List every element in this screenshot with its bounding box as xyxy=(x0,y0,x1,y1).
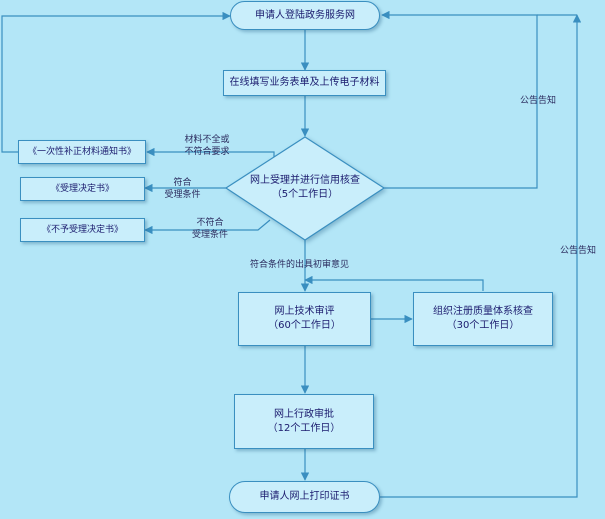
label-not-meets: 不符合 受理条件 xyxy=(180,217,240,241)
review-diamond-shape xyxy=(224,136,386,241)
label-meets-line2: 受理条件 xyxy=(164,190,201,200)
label-not-meets-line2: 受理条件 xyxy=(191,230,228,240)
print-cert-node: 申请人网上打印证书 xyxy=(229,481,380,513)
review-line1: 网上受理并进行信用核查 xyxy=(250,175,360,186)
review-line2: （5个工作日） xyxy=(271,189,339,200)
arrow-quality-to-tech xyxy=(304,275,484,291)
label-announce-top-text: 公告告知 xyxy=(519,96,556,106)
label-meets: 符合 受理条件 xyxy=(155,177,210,201)
label-announce-bottom-text: 公告告知 xyxy=(559,246,596,256)
tech-review-node: 网上技术审评 （60个工作日） xyxy=(238,292,371,346)
label-incomplete: 材料不全或 不符合要求 xyxy=(172,134,242,158)
reject-decision-node: 《不予受理决定书》 xyxy=(20,218,145,242)
label-initial-opinion-text: 符合条件的出具初审意见 xyxy=(250,260,350,270)
fill-form-node: 在线填写业务表单及上传电子材料 xyxy=(223,70,386,96)
label-incomplete-line1: 材料不全或 xyxy=(184,135,230,145)
print-cert-label: 申请人网上打印证书 xyxy=(259,491,350,502)
fill-form-label: 在线填写业务表单及上传电子材料 xyxy=(229,77,380,88)
label-incomplete-line2: 不符合要求 xyxy=(184,147,230,157)
label-announce-top: 公告告知 xyxy=(512,95,564,107)
arrow-supplement-to-start xyxy=(1,11,231,153)
quality-check-node: 组织注册质量体系核查 （30个工作日） xyxy=(413,292,553,346)
quality-check-line2: （30个工作日） xyxy=(446,320,520,331)
label-not-meets-line1: 不符合 xyxy=(196,218,224,228)
start-node-label: 申请人登陆政务服务网 xyxy=(255,9,355,21)
supplement-notice-label: 《一次性补正材料通知书》 xyxy=(27,147,136,157)
admin-approval-line2: （12个工作日） xyxy=(267,422,341,434)
arrow-review-to-start-announce xyxy=(381,10,538,189)
arrow-review-to-supplement xyxy=(146,147,275,158)
accept-decision-label: 《受理决定书》 xyxy=(50,184,114,194)
label-initial-opinion: 符合条件的出具初审意见 xyxy=(250,259,365,271)
admin-approval-node: 网上行政审批 （12个工作日） xyxy=(234,394,374,449)
supplement-notice-node: 《一次性补正材料通知书》 xyxy=(18,140,146,164)
tech-review-line1: 网上技术审评 xyxy=(274,306,335,317)
reject-decision-label: 《不予受理决定书》 xyxy=(41,225,123,235)
admin-approval-line1: 网上行政审批 xyxy=(274,408,334,420)
start-node: 申请人登陆政务服务网 xyxy=(230,1,380,30)
arrow-print-to-start-announce xyxy=(380,14,582,498)
label-meets-line1: 符合 xyxy=(173,178,192,188)
arrow-review-to-reject xyxy=(144,219,271,235)
tech-review-line2: （60个工作日） xyxy=(268,320,341,331)
accept-decision-node: 《受理决定书》 xyxy=(20,177,145,201)
label-announce-bottom: 公告告知 xyxy=(553,245,603,257)
quality-check-line1: 组织注册质量体系核查 xyxy=(433,306,533,317)
review-node: 网上受理并进行信用核查 （5个工作日） xyxy=(245,170,365,206)
